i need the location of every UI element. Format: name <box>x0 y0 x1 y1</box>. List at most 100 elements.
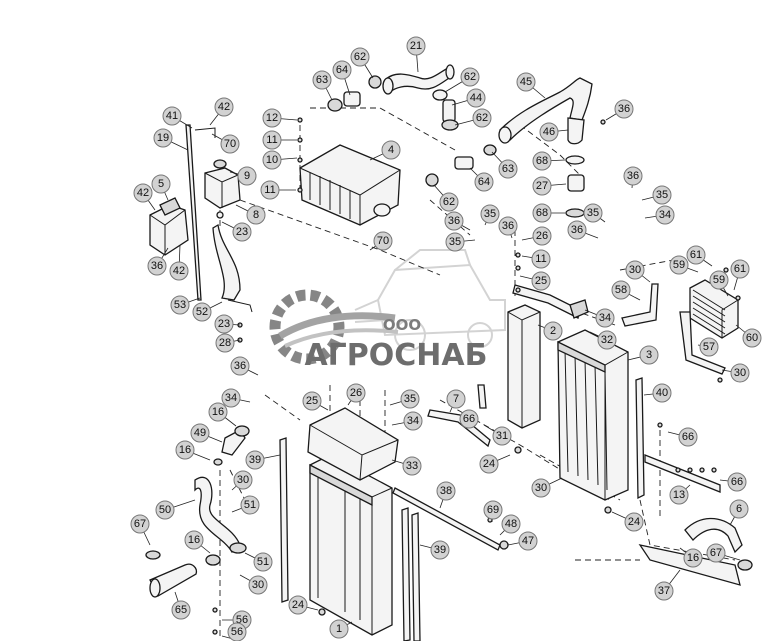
callout-65: 65 <box>171 600 191 620</box>
callout-number: 24 <box>292 599 304 611</box>
callout-number: 62 <box>476 112 488 124</box>
callout-bubble <box>669 485 689 505</box>
callout-bubble <box>184 530 204 550</box>
callout-6: 6 <box>729 499 749 519</box>
callout-number: 32 <box>601 334 613 346</box>
callout-30: 30 <box>248 575 268 595</box>
callout-bubble <box>208 402 228 422</box>
callout-40: 40 <box>652 383 672 403</box>
callout-bubble <box>531 249 551 269</box>
callout-bubble <box>133 183 153 203</box>
callout-68: 68 <box>532 151 552 171</box>
callout-39: 39 <box>245 450 265 470</box>
callout-bubble <box>153 128 173 148</box>
callout-60: 60 <box>742 328 762 348</box>
callout-62: 62 <box>439 192 459 212</box>
callout-number: 36 <box>448 215 460 227</box>
callout-number: 35 <box>587 207 599 219</box>
callout-bubble <box>597 330 617 350</box>
callout-number: 38 <box>440 485 452 497</box>
hose-52 <box>212 223 253 313</box>
callout-36: 36 <box>623 166 643 186</box>
callout-bubble <box>543 321 563 341</box>
callout-bubble <box>246 205 266 225</box>
callout-bubble <box>220 134 240 154</box>
callout-number: 36 <box>618 103 630 115</box>
callout-61: 61 <box>686 245 706 265</box>
callout-bubble <box>567 220 587 240</box>
air-pipe-45 <box>498 77 593 145</box>
callout-bubble <box>655 205 675 225</box>
callout-bubble <box>381 140 401 160</box>
callout-number: 66 <box>463 413 475 425</box>
callout-bubble <box>459 409 479 429</box>
callout-bubble <box>262 108 282 128</box>
callout-number: 39 <box>249 454 261 466</box>
callout-bubble <box>230 356 250 376</box>
callout-42: 42 <box>169 261 189 281</box>
radiator-3 <box>557 329 629 501</box>
callout-24: 24 <box>288 595 308 615</box>
callout-31: 31 <box>492 426 512 446</box>
callout-number: 44 <box>470 92 482 104</box>
callout-bubble <box>518 531 538 551</box>
callout-bubble <box>232 222 252 242</box>
callout-16: 16 <box>184 530 204 550</box>
side-panel-2 <box>507 304 541 429</box>
callout-bubble <box>492 426 512 446</box>
callout-number: 26 <box>536 230 548 242</box>
callout-bubble <box>169 261 189 281</box>
callout-bubble <box>302 391 322 411</box>
callout-bubble <box>624 512 644 532</box>
callout-bubble <box>175 440 195 460</box>
callout-bubble <box>402 456 422 476</box>
callout-number: 19 <box>157 132 169 144</box>
oil-cooler-60 <box>689 279 739 339</box>
callout-3: 3 <box>639 345 659 365</box>
callout-bubble <box>446 389 466 409</box>
callout-number: 34 <box>407 415 419 427</box>
callout-number: 27 <box>536 180 548 192</box>
callout-bubble <box>155 500 175 520</box>
callout-47: 47 <box>518 531 538 551</box>
callout-35: 35 <box>445 232 465 252</box>
callout-number: 42 <box>218 101 230 113</box>
callout-bubble <box>727 472 747 492</box>
callout-bubble <box>531 478 551 498</box>
callout-bubble <box>639 345 659 365</box>
callout-number: 5 <box>158 178 164 190</box>
callout-number: 48 <box>505 518 517 530</box>
callout-bubble <box>498 159 518 179</box>
callout-64: 64 <box>332 60 352 80</box>
callout-number: 61 <box>690 249 702 261</box>
callout-bubble <box>253 552 273 572</box>
callout-bubble <box>472 108 492 128</box>
callout-bubble <box>699 337 719 357</box>
callout-number: 52 <box>196 306 208 318</box>
callout-39: 39 <box>430 540 450 560</box>
callout-7: 7 <box>446 389 466 409</box>
callout-52: 52 <box>192 302 212 322</box>
callout-bubble <box>350 47 370 67</box>
callout-bubble <box>652 383 672 403</box>
callout-37: 37 <box>654 581 674 601</box>
callout-70: 70 <box>220 134 240 154</box>
callout-1: 1 <box>329 619 349 639</box>
callout-number: 63 <box>316 74 328 86</box>
callout-number: 39 <box>434 544 446 556</box>
callout-number: 53 <box>174 299 186 311</box>
callout-bubble <box>215 333 235 353</box>
callout-34: 34 <box>595 308 615 328</box>
callout-number: 40 <box>656 387 668 399</box>
callout-number: 45 <box>520 76 532 88</box>
callout-number: 46 <box>543 126 555 138</box>
callout-bubble <box>595 308 615 328</box>
callout-30: 30 <box>730 363 750 383</box>
callout-bubble <box>248 575 268 595</box>
expansion-tank-9 <box>204 159 241 219</box>
callout-64: 64 <box>474 172 494 192</box>
callout-61: 61 <box>730 259 750 279</box>
callout-number: 49 <box>194 427 206 439</box>
watermark-company-name: АГРОСНАБ <box>304 338 487 373</box>
